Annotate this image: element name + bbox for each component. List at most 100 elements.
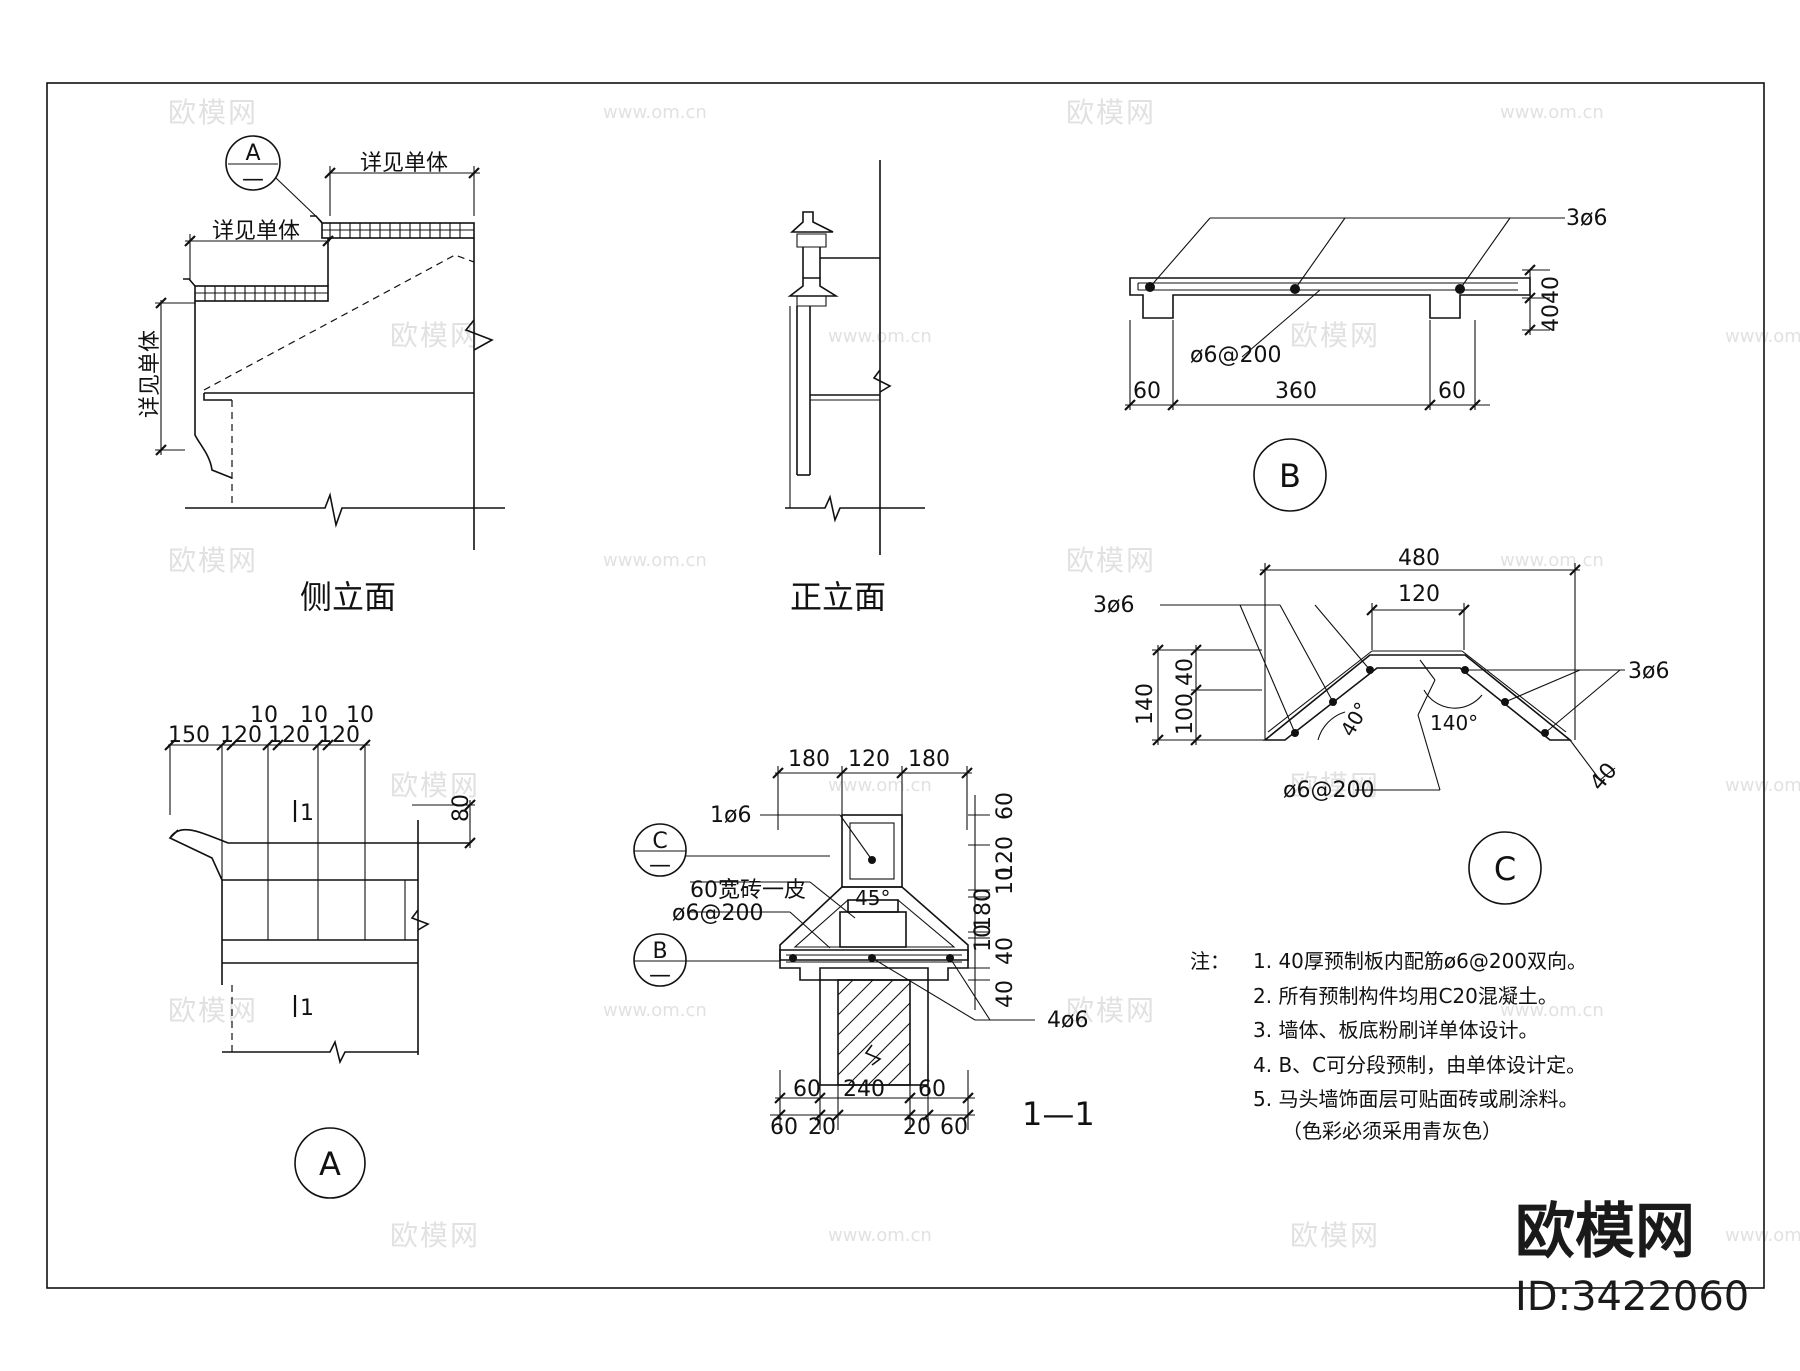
precast-slab-b [1129,277,1531,319]
b-label: B [1279,457,1301,495]
section-1-1: 180 120 180 45° [633,747,1095,1140]
s-dim-b7: 60 [940,1115,968,1140]
ridge-block [841,814,903,888]
b-dim-mid: 360 [1275,379,1317,404]
s-marker-b-sub: — [649,963,671,988]
brick-course [839,911,907,948]
s-dim-r2: 120 [993,836,1018,878]
note-6: （色彩必须采用青灰色） [1282,1119,1502,1143]
section-title: 1—1 [1022,1095,1095,1133]
a-dim-2: 120 [220,723,262,748]
s-bar-top: 1ø6 [710,803,751,828]
rebar-dot [789,954,797,962]
note-4: 4. B、C可分段预制，由单体设计定。 [1253,1053,1586,1077]
detail-c-marker [1468,831,1542,905]
a-dim-top-1: 10 [250,703,278,728]
c-angle-1: 40° [1336,698,1375,741]
watermark-cn: 欧模网 [390,769,480,802]
precast-coping-c [1262,654,1573,741]
s-dim-r3: 10 [993,867,1018,895]
watermark-url: www.om.cn [1500,102,1604,123]
detail-a: 10 10 10 150 120 120 120 80 1 1 [164,703,476,1199]
side-elevation: 详见单体 详见单体 详见单体 A — 侧立面 [138,135,505,616]
brand-id: ID:3422060 [1515,1274,1749,1320]
detail-a-marker [294,1127,366,1199]
b-bars-dist: ø6@200 [1190,343,1281,368]
detail-b: 3ø6 ø6@200 60 360 60 4040 B [1124,206,1607,512]
watermark-cn: 欧模网 [168,544,258,577]
s-dim-r6: 40 [993,937,1018,965]
s-dim-b4: 60 [770,1115,798,1140]
a-dim-top-3: 10 [346,703,374,728]
detail-marker-a [225,135,281,191]
s-dim-b5: 20 [808,1115,836,1140]
b-dim-h: 4040 [1539,276,1564,332]
s-dim-b1: 60 [793,1077,821,1102]
a-cut-1: 1 [300,801,314,826]
s-bars-dist: ø6@200 [672,901,763,926]
c-dim-h3: 40 [1173,658,1198,686]
s-dim-r1: 60 [993,792,1018,820]
watermark-cn: 欧模网 [390,1219,480,1252]
watermark-cn: 欧模网 [1290,319,1380,352]
s-dim-r4: 180 [971,888,996,930]
c-dim-t: 40 [1585,758,1622,796]
note-5: 5. 马头墙饰面层可贴面砖或刷涂料。 [1253,1087,1578,1111]
s-dim-b6: 20 [903,1115,931,1140]
watermark-cn: 欧模网 [1066,994,1156,1027]
c-dim-top: 120 [1398,582,1440,607]
front-elevation: 正立面 [785,160,925,616]
c-bars-left: 3ø6 [1093,593,1134,618]
c-dim-h2: 100 [1173,693,1198,735]
s-dim-top-2: 120 [848,747,890,772]
note-3: 3. 墙体、板底粉刷详单体设计。 [1253,1018,1538,1042]
c-bars-dist: ø6@200 [1283,778,1374,803]
brand-name: 欧模网 [1515,1197,1695,1267]
coping-lower-tiles [204,286,316,301]
watermark-url: www.om.cn [1500,1000,1604,1021]
note-2: 2. 所有预制构件均用C20混凝土。 [1253,984,1558,1008]
watermark-url: www.om.cn [1500,550,1604,571]
a-dim-top-2: 10 [300,703,328,728]
watermark-url: www.om.cn [1725,775,1800,796]
watermarks: 欧模网 www.om.cn 欧模网 www.om.cn 欧模网 www.om.c… [168,96,1800,1252]
watermark-url: www.om.cn [1725,1225,1800,1246]
c-angle-2: 140° [1430,711,1478,735]
s-dim-r5: 10 [971,924,996,952]
s-dim-r7: 40 [993,980,1018,1008]
a-label: A [319,1145,341,1183]
watermark-cn: 欧模网 [1066,96,1156,129]
front-elevation-title: 正立面 [790,578,886,616]
a-dim-3: 120 [268,723,310,748]
see-detail-label-1: 详见单体 [360,151,448,176]
watermark-cn: 欧模网 [1290,1219,1380,1252]
watermark-cn: 欧模网 [390,319,480,352]
a-dim-4: 120 [318,723,360,748]
watermark-url: www.om.cn [603,550,707,571]
a-cut-2: 1 [300,996,314,1021]
watermark-url: www.om.cn [603,102,707,123]
c-dim-h1: 140 [1133,683,1158,725]
a-dim-1: 150 [168,723,210,748]
s-dim-b2: 240 [843,1077,885,1102]
c-label: C [1494,850,1516,888]
see-detail-label-2: 详见单体 [212,219,300,244]
s-dim-top-3: 180 [908,747,950,772]
section-marker-c [633,823,687,877]
watermark-cn: 欧模网 [1290,769,1380,802]
side-elevation-title: 侧立面 [300,578,396,616]
wall-hatch [837,979,911,1086]
s-angle: 45° [855,886,890,910]
s-bars-bottom: 4ø6 [1047,1008,1088,1033]
a-dim-h: 80 [449,794,474,822]
marker-a-sub: — [242,167,264,192]
s-marker-c-sub: — [649,853,671,878]
detail-c: 480 120 140 100 40 3ø6 3ø6 [1093,546,1669,905]
c-dim-total: 480 [1398,546,1440,571]
note-1: 1. 40厚预制板内配筋ø6@200双向。 [1253,949,1587,973]
detail-b-marker [1253,438,1327,512]
watermark-url: www.om.cn [603,1000,707,1021]
s-marker-c: C [652,829,667,854]
watermark-cn: 欧模网 [168,994,258,1027]
marker-a-letter: A [245,141,260,166]
